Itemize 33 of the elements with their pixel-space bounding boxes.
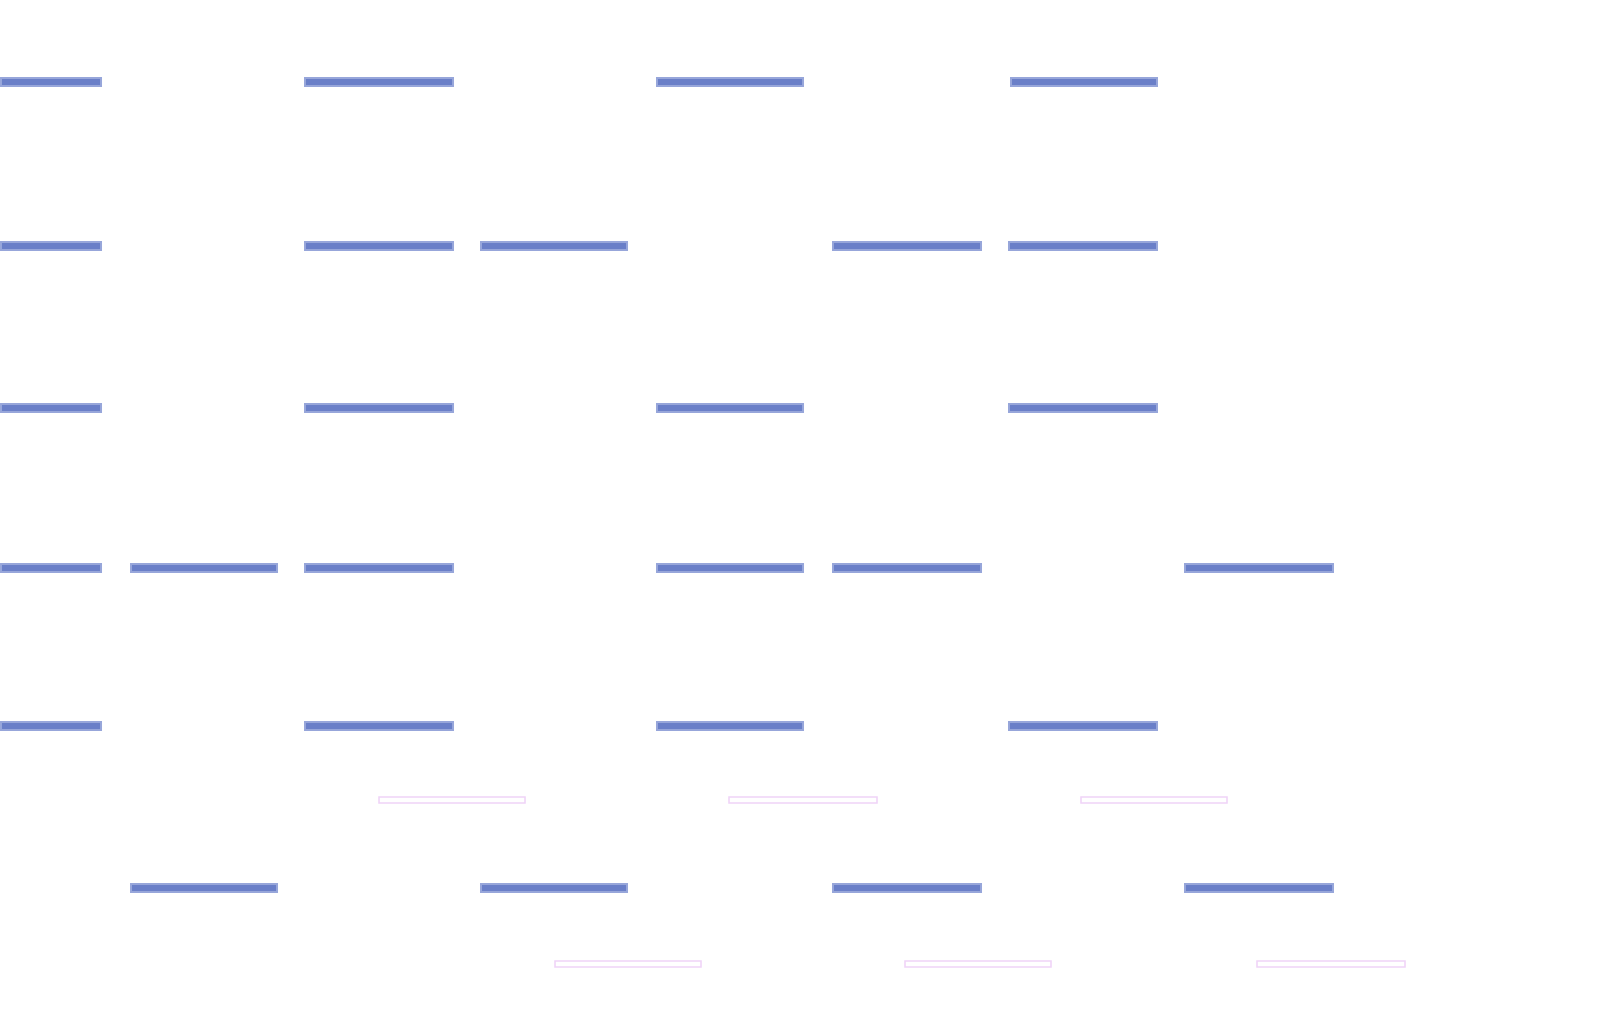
bar (130, 563, 278, 573)
bar (304, 77, 454, 87)
bar (130, 883, 278, 893)
outlined-bar (904, 960, 1052, 968)
outlined-bar (1256, 960, 1406, 968)
bar (1008, 403, 1158, 413)
bar (304, 241, 454, 251)
bar (832, 563, 982, 573)
bar (0, 403, 102, 413)
bar (1184, 883, 1334, 893)
bar (304, 403, 454, 413)
outlined-bar (378, 796, 526, 804)
bar (656, 563, 804, 573)
bar (480, 883, 628, 893)
bar (1008, 241, 1158, 251)
outlined-bar (554, 960, 702, 968)
bar (0, 721, 102, 731)
bar (1184, 563, 1334, 573)
bar (656, 77, 804, 87)
bar (832, 241, 982, 251)
outlined-bar (728, 796, 878, 804)
bar (0, 563, 102, 573)
bar (1008, 721, 1158, 731)
bar (656, 403, 804, 413)
bar (1010, 77, 1158, 87)
bar (0, 77, 102, 87)
bar (304, 563, 454, 573)
outlined-bar (1080, 796, 1228, 804)
bar (832, 883, 982, 893)
bar (480, 241, 628, 251)
bar (0, 241, 102, 251)
bar (656, 721, 804, 731)
bar (304, 721, 454, 731)
